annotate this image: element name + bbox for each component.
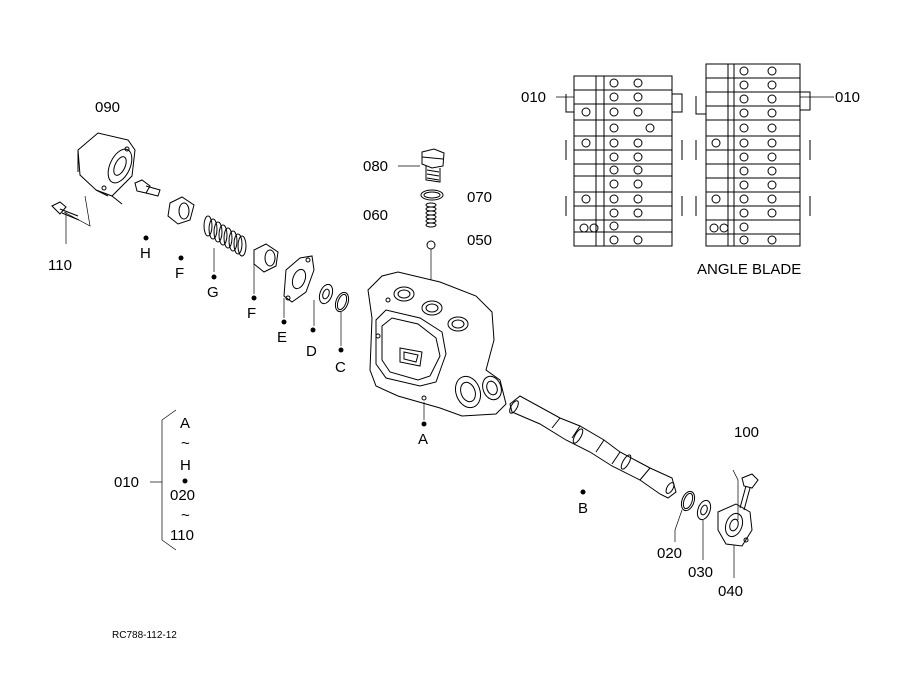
- part-030-washer: [696, 499, 712, 560]
- valve-stack-right: [695, 63, 811, 247]
- label-080: 080: [363, 158, 388, 175]
- marker-c: [338, 347, 344, 353]
- label-f-upper: F: [175, 265, 184, 282]
- legend-tilde-2: ~: [181, 507, 190, 524]
- caption-angle-blade: ANGLE BLADE: [697, 261, 801, 278]
- label-050: 050: [467, 232, 492, 249]
- marker-h: [143, 235, 149, 241]
- legend-010-bracket: [150, 409, 188, 551]
- part-g-spring: [203, 215, 247, 272]
- marker-b: [580, 489, 586, 495]
- legend-start-020: 020: [170, 487, 195, 504]
- label-110: 110: [48, 257, 72, 274]
- legend-end-110: 110: [170, 527, 194, 544]
- label-h-upper: H: [140, 245, 151, 262]
- reference-code: RC788-112-12: [112, 630, 177, 641]
- part-080-plug: [421, 148, 445, 183]
- label-070: 070: [467, 189, 492, 206]
- part-110-bolt: [51, 195, 91, 244]
- part-070-oring: [420, 189, 444, 201]
- part-f-retainer-upper: [167, 196, 195, 225]
- part-060-spring: [425, 202, 437, 228]
- valve-stack-left: [565, 75, 683, 247]
- part-f-cup: [253, 243, 279, 294]
- legend-code: 010: [114, 474, 139, 491]
- label-010-right: 010: [835, 89, 860, 106]
- label-030: 030: [688, 564, 713, 581]
- marker-f-upper: [178, 255, 184, 261]
- legend-end-h: H: [180, 457, 191, 474]
- legend-start-a: A: [180, 415, 190, 432]
- label-090: 090: [95, 99, 120, 116]
- part-040-cap: [717, 503, 753, 578]
- label-100: 100: [734, 424, 759, 441]
- part-d-washer: [313, 283, 334, 326]
- marker-f-lower: [251, 295, 257, 301]
- label-c: C: [335, 359, 346, 376]
- part-090-cover: [77, 132, 136, 205]
- label-a: A: [418, 431, 428, 448]
- part-100-bolt: [732, 469, 759, 520]
- marker-a: [421, 421, 427, 427]
- part-h-bolt: [134, 179, 161, 197]
- label-b: B: [578, 500, 588, 517]
- label-040: 040: [718, 583, 743, 600]
- label-020-bottom: 020: [657, 545, 682, 562]
- label-e: E: [277, 329, 287, 346]
- part-a-valve-body: [367, 271, 507, 420]
- label-f-lower: F: [247, 305, 256, 322]
- part-020-oring: [674, 490, 696, 542]
- label-010-left: 010: [521, 89, 546, 106]
- marker-d: [310, 327, 316, 333]
- marker-e: [281, 319, 287, 325]
- label-060: 060: [363, 207, 388, 224]
- part-c-oring: [334, 291, 350, 346]
- part-e-plate: [283, 255, 315, 318]
- legend-tilde-1: ~: [181, 435, 190, 452]
- label-g: G: [207, 284, 219, 301]
- part-b-spool: [509, 395, 677, 499]
- marker-g: [211, 274, 217, 280]
- label-d: D: [306, 343, 317, 360]
